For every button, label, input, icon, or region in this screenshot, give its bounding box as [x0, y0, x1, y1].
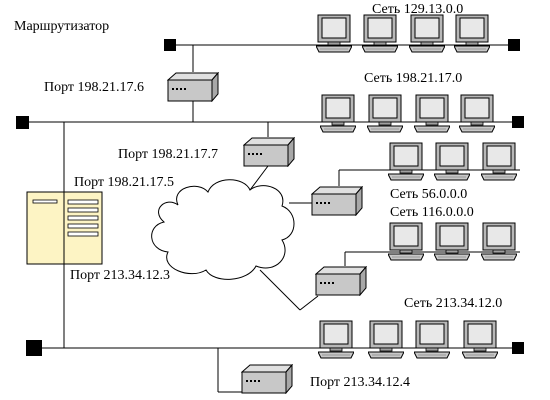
label-port-198-7: Порт 198.21.17.7	[118, 147, 218, 162]
computer-icon	[414, 320, 450, 359]
computer-icon	[434, 142, 470, 181]
computer-icon	[409, 14, 445, 53]
computer-icon	[481, 222, 517, 261]
label-net-129: Сеть 129.13.0.0	[372, 2, 463, 17]
label-port-213-3: Порт 213.34.12.3	[70, 268, 170, 283]
computer-icon	[462, 320, 498, 359]
computer-icon	[316, 14, 352, 53]
computers-net-198	[320, 94, 495, 133]
computer-icon	[388, 142, 424, 181]
label-net-56: Сеть 56.0.0.0	[390, 187, 467, 202]
computers-net-129	[316, 14, 490, 53]
label-net-116: Сеть 116.0.0.0	[390, 205, 474, 220]
router-icon	[315, 266, 367, 296]
terminator-icon	[164, 39, 176, 51]
computer-icon	[459, 94, 495, 133]
label-net-198: Сеть 198.21.17.0	[364, 71, 462, 86]
label-port-198-5: Порт 198.21.17.5	[74, 175, 174, 190]
router-icon	[241, 364, 293, 394]
cloud-icon	[151, 179, 295, 280]
computer-icon	[414, 94, 450, 133]
computer-icon	[434, 222, 470, 261]
computer-icon	[481, 142, 517, 181]
computer-icon	[318, 320, 354, 359]
computer-icon	[388, 222, 424, 261]
router-icon	[243, 137, 295, 167]
terminator-icon	[16, 116, 29, 129]
terminator-icon	[512, 116, 524, 128]
computer-icon	[367, 94, 403, 133]
computer-icon	[368, 320, 404, 359]
computers-net-213	[318, 320, 498, 359]
computers-net-56	[388, 142, 517, 181]
terminators	[16, 39, 524, 356]
computers-net-116	[388, 222, 517, 261]
terminator-icon	[512, 342, 524, 354]
terminator-icon	[508, 39, 520, 51]
computer-icon	[454, 14, 490, 53]
router-icon	[167, 72, 219, 102]
server-tower-icon	[26, 191, 103, 265]
computer-icon	[362, 14, 398, 53]
label-port-198-6: Порт 198.21.17.6	[44, 80, 144, 95]
label-router: Маршрутизатор	[14, 19, 109, 34]
label-port-213-4: Порт 213.34.12.4	[310, 375, 410, 390]
label-net-213: Сеть 213.34.12.0	[404, 296, 502, 311]
computer-icon	[320, 94, 356, 133]
router-icon	[311, 186, 363, 216]
terminator-icon	[26, 340, 42, 356]
